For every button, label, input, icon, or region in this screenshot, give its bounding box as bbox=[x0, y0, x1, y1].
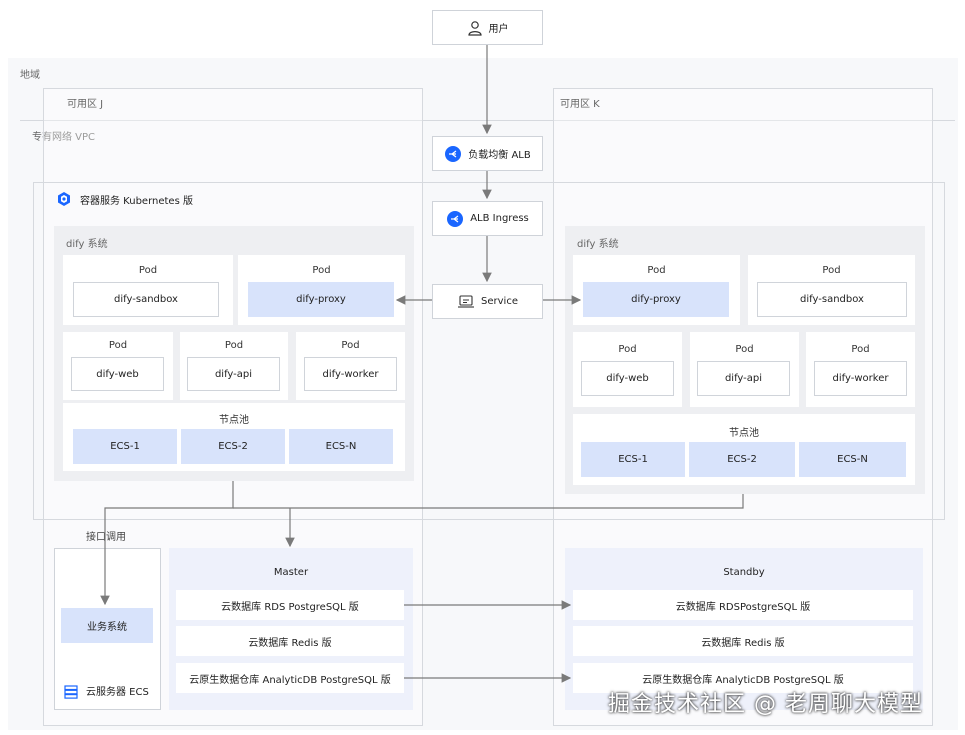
alb-label: 负载均衡 ALB bbox=[468, 150, 531, 161]
left-pod-sandbox[interactable]: dify-sandbox bbox=[73, 282, 219, 317]
right-pod-proxy[interactable]: dify-proxy bbox=[583, 282, 729, 317]
master-analyticdb[interactable]: 云原生数据仓库 AnalyticDB PostgreSQL 版 bbox=[176, 663, 404, 693]
left-pod-sandbox-title: Pod bbox=[138, 265, 158, 276]
left-pod-api[interactable]: dify-api bbox=[187, 357, 280, 391]
left-pod-worker[interactable]: dify-worker bbox=[304, 357, 397, 391]
line-right-k8s-down bbox=[290, 494, 744, 509]
left-ecs-n[interactable]: ECS-N bbox=[289, 429, 393, 464]
ecs-server-label: 云服务器 ECS bbox=[86, 687, 149, 698]
k8s-header: 容器服务 Kubernetes 版 bbox=[56, 191, 193, 207]
right-ecs-1[interactable]: ECS-1 bbox=[581, 442, 685, 477]
right-pod-proxy-title: Pod bbox=[647, 265, 666, 276]
user-icon bbox=[467, 20, 483, 36]
api-call-label: 接口调用 bbox=[86, 532, 126, 543]
right-node-pool-label: 节点池 bbox=[729, 428, 759, 439]
ingress-node[interactable]: ALB Ingress bbox=[432, 201, 543, 236]
service-node[interactable]: Service bbox=[432, 284, 543, 319]
left-ecs-2[interactable]: ECS-2 bbox=[181, 429, 285, 464]
master-redis[interactable]: 云数据库 Redis 版 bbox=[176, 626, 404, 656]
server-icon bbox=[64, 684, 78, 699]
service-icon bbox=[457, 294, 475, 310]
ingress-label: ALB Ingress bbox=[470, 213, 529, 224]
watermark: 掘金技术社区 @ 老周聊大模型 bbox=[608, 692, 923, 717]
ingress-icon bbox=[446, 210, 464, 228]
standby-label: Standby bbox=[723, 567, 765, 578]
right-pod-worker[interactable]: dify-worker bbox=[814, 361, 907, 396]
k8s-area bbox=[33, 182, 945, 520]
right-dify-system-label: dify 系统 bbox=[577, 239, 619, 250]
line-left-k8s-down bbox=[100, 481, 234, 606]
right-pod-worker-title: Pod bbox=[851, 344, 870, 355]
zone-k-label: 可用区 K bbox=[560, 99, 600, 110]
k8s-label: 容器服务 Kubernetes 版 bbox=[80, 195, 193, 207]
left-pod-web-title: Pod bbox=[108, 340, 128, 351]
standby-redis[interactable]: 云数据库 Redis 版 bbox=[573, 626, 913, 656]
right-ecs-n[interactable]: ECS-N bbox=[799, 442, 906, 477]
service-label: Service bbox=[481, 296, 518, 307]
left-pod-proxy[interactable]: dify-proxy bbox=[248, 282, 394, 317]
vpc-label: 专有网络 VPC bbox=[32, 132, 96, 143]
ecs-server-label-row: 云服务器 ECS bbox=[64, 683, 149, 699]
right-pod-api-title: Pod bbox=[735, 344, 754, 355]
kubernetes-icon bbox=[56, 191, 72, 207]
right-pod-api[interactable]: dify-api bbox=[697, 361, 790, 396]
user-label: 用户 bbox=[488, 24, 509, 35]
right-pod-sandbox-title: Pod bbox=[822, 265, 841, 276]
standby-rds[interactable]: 云数据库 RDSPostgreSQL 版 bbox=[573, 590, 913, 620]
alb-node[interactable]: 负载均衡 ALB bbox=[432, 136, 543, 171]
zone-j-label: 可用区 J bbox=[67, 99, 104, 110]
left-pod-api-title: Pod bbox=[224, 340, 244, 351]
right-pod-web[interactable]: dify-web bbox=[581, 361, 674, 396]
left-ecs-1[interactable]: ECS-1 bbox=[73, 429, 177, 464]
master-rds[interactable]: 云数据库 RDS PostgreSQL 版 bbox=[176, 590, 404, 620]
left-pod-web[interactable]: dify-web bbox=[71, 357, 164, 391]
business-system[interactable]: 业务系统 bbox=[61, 608, 153, 643]
master-label: Master bbox=[273, 567, 309, 578]
user-node[interactable]: 用户 bbox=[432, 10, 543, 45]
left-pod-worker-title: Pod bbox=[341, 340, 360, 351]
right-pod-sandbox[interactable]: dify-sandbox bbox=[757, 282, 907, 317]
left-pod-proxy-title: Pod bbox=[312, 265, 331, 276]
left-dify-system-label: dify 系统 bbox=[66, 239, 108, 250]
left-node-pool-label: 节点池 bbox=[219, 415, 249, 426]
right-ecs-2[interactable]: ECS-2 bbox=[689, 442, 795, 477]
standby-analyticdb[interactable]: 云原生数据仓库 AnalyticDB PostgreSQL 版 bbox=[573, 663, 913, 693]
region-label: 地域 bbox=[20, 70, 40, 81]
right-pod-web-title: Pod bbox=[618, 344, 637, 355]
load-balancer-icon bbox=[444, 145, 462, 163]
